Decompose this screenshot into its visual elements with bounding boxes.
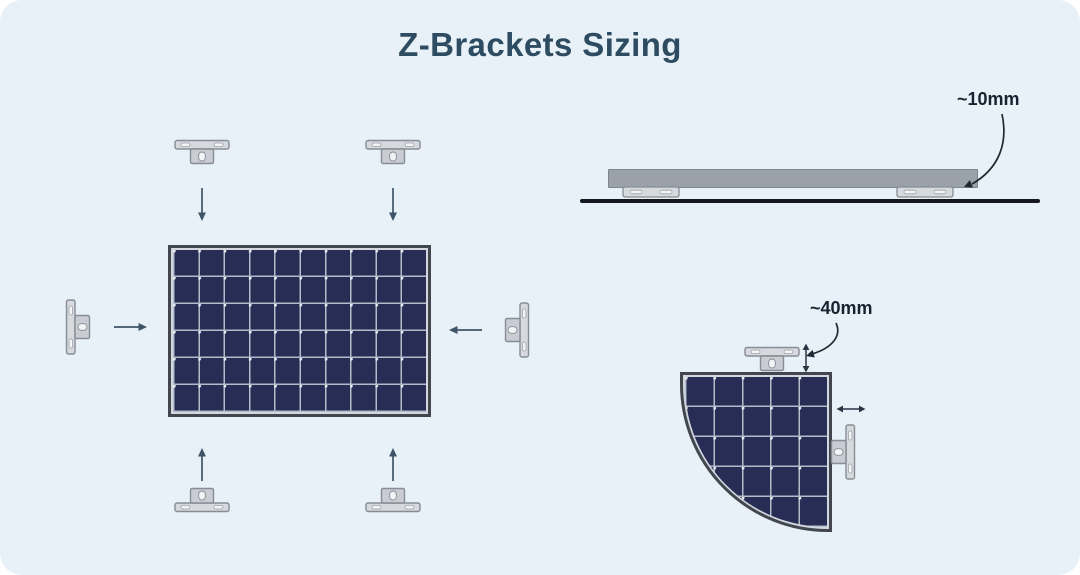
solar-cells-grid bbox=[173, 250, 426, 412]
bracket-dimension-label: ~40mm bbox=[810, 298, 873, 318]
arrow-up-icon bbox=[196, 447, 208, 483]
arrow-right-icon bbox=[112, 321, 148, 333]
z-bracket-icon bbox=[830, 424, 856, 480]
z-bracket-icon bbox=[65, 299, 91, 355]
foot-bracket-icon bbox=[896, 186, 954, 198]
arrow-down-icon bbox=[196, 186, 208, 222]
z-bracket-icon bbox=[744, 346, 800, 372]
foot-bracket-icon bbox=[622, 186, 680, 198]
curved-arrow-icon bbox=[806, 322, 839, 358]
z-bracket-icon bbox=[174, 487, 230, 513]
double-arrow-vertical-icon bbox=[800, 343, 812, 373]
solar-panel-corner-view bbox=[680, 372, 832, 532]
panel-side-view-bar bbox=[608, 169, 978, 188]
solar-panel-top-view bbox=[168, 245, 431, 417]
z-bracket-icon bbox=[365, 139, 421, 165]
z-bracket-icon bbox=[174, 139, 230, 165]
roof-surface-line bbox=[580, 199, 1040, 203]
gap-dimension-label: ~10mm bbox=[957, 89, 1020, 109]
curved-arrow-icon bbox=[964, 113, 1005, 188]
z-bracket-icon bbox=[365, 487, 421, 513]
arrow-down-icon bbox=[387, 186, 399, 222]
solar-cells-grid bbox=[685, 377, 827, 527]
z-bracket-icon bbox=[504, 302, 530, 358]
arrow-left-icon bbox=[448, 324, 484, 336]
arrow-up-icon bbox=[387, 447, 399, 483]
page-title: Z-Brackets Sizing bbox=[398, 26, 682, 63]
double-arrow-horizontal-icon bbox=[836, 403, 866, 415]
